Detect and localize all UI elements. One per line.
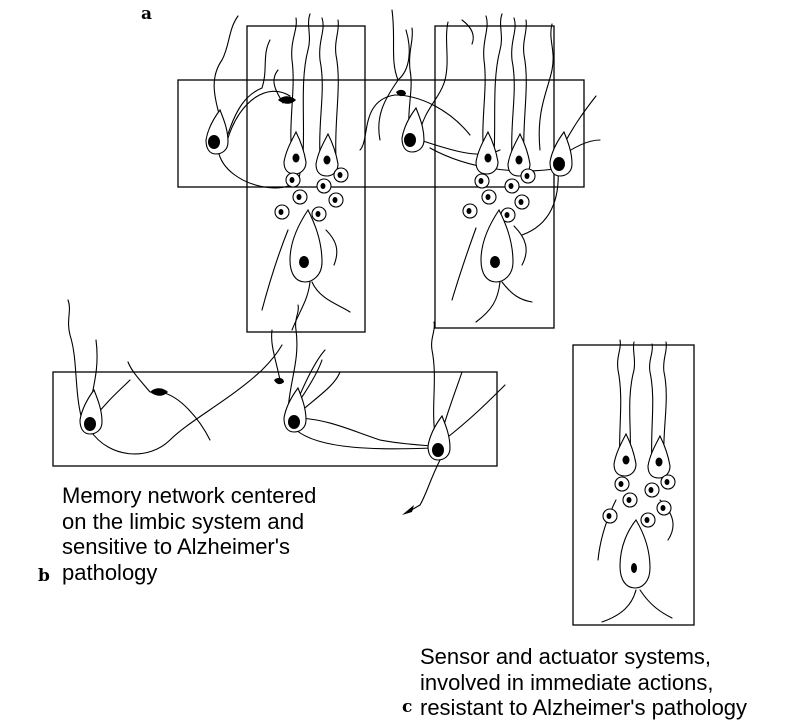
panel-label-c: c: [402, 697, 412, 717]
panel-label-a: a: [141, 4, 152, 24]
panel-c-network: [573, 340, 694, 625]
caption-sensor-actuator: Sensor and actuator systems, involved in…: [420, 644, 747, 721]
arrow-head-icon: [402, 505, 414, 515]
box-a-right-vertical: [435, 26, 554, 328]
caption-memory-network: Memory network centered on the limbic sy…: [62, 483, 316, 585]
panel-a-network: [178, 10, 600, 332]
panel-label-b: b: [38, 566, 50, 586]
